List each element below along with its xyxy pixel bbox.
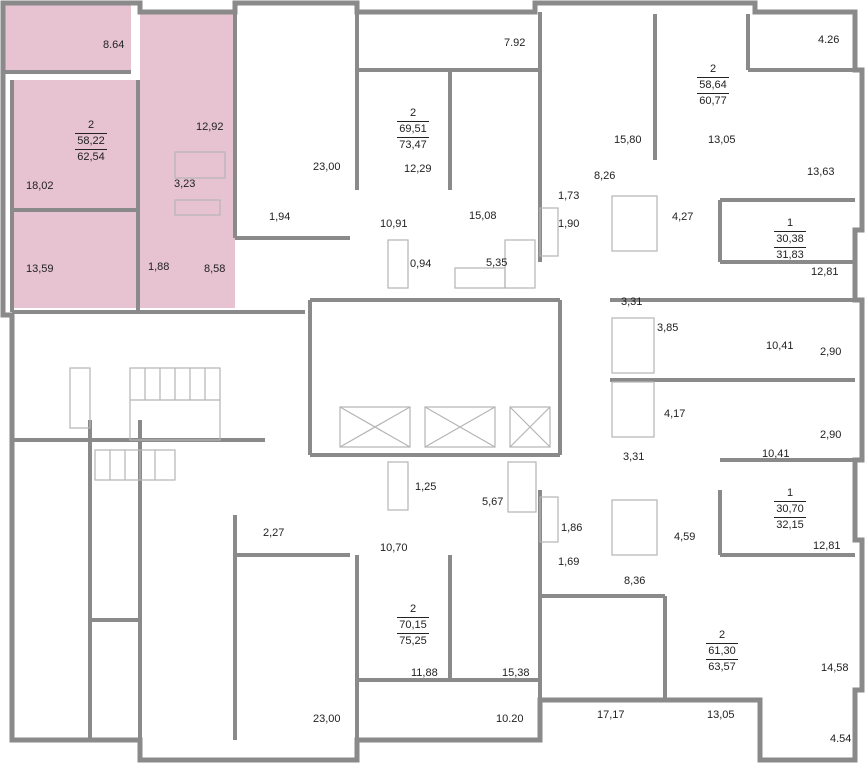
room-area: 14,58 xyxy=(821,662,849,674)
apartment-label: 2 70,15 75,25 xyxy=(383,602,443,649)
total-area: 60,77 xyxy=(699,95,727,107)
room-count: 2 xyxy=(706,628,738,644)
room-area: 11,88 xyxy=(411,667,438,679)
room-area: 12,81 xyxy=(811,266,839,278)
room-area: 3,31 xyxy=(621,296,643,308)
room-area: 5,35 xyxy=(486,257,508,269)
room-area: 1,94 xyxy=(269,211,291,223)
room-area: 23,00 xyxy=(313,161,341,173)
room-area: 4,59 xyxy=(674,531,696,543)
room-area: 13,59 xyxy=(26,263,54,275)
living-area: 58,64 xyxy=(697,78,729,94)
room-area: 5,67 xyxy=(482,496,504,508)
room-area: 3,85 xyxy=(657,322,679,334)
room-area: 3,23 xyxy=(174,178,196,190)
apartment-label: 2 58,22 62,54 xyxy=(61,118,121,165)
room-area: 10,91 xyxy=(380,218,408,230)
interior-walls xyxy=(3,12,855,740)
room-area: 23,00 xyxy=(313,713,341,725)
apartment-label: 1 30,38 31,83 xyxy=(760,216,820,263)
room-count: 2 xyxy=(697,62,729,78)
room-area: 3,31 xyxy=(623,451,645,463)
living-area: 70,15 xyxy=(397,618,429,634)
room-area: 7.92 xyxy=(504,37,526,49)
room-count: 1 xyxy=(774,486,806,502)
total-area: 32,15 xyxy=(776,519,804,531)
room-area: 18,02 xyxy=(26,180,54,192)
room-area: 1,86 xyxy=(561,522,583,534)
room-area: 2,90 xyxy=(820,429,842,441)
room-area: 1,73 xyxy=(558,190,580,202)
living-area: 30,38 xyxy=(774,232,806,248)
highlighted-apartment[interactable] xyxy=(3,3,235,308)
room-area: 8.64 xyxy=(103,39,125,51)
room-area: 4.26 xyxy=(818,34,840,46)
room-area: 12,92 xyxy=(196,121,224,133)
apartment-label: 2 61,30 63,57 xyxy=(692,628,752,675)
room-area: 4,17 xyxy=(664,408,686,420)
apartment-label: 2 69,51 73,47 xyxy=(383,106,443,153)
room-area: 2,27 xyxy=(263,527,285,539)
room-count: 2 xyxy=(397,106,429,122)
room-area: 10,70 xyxy=(380,542,408,554)
room-area: 1,90 xyxy=(558,218,580,230)
room-area: 15,08 xyxy=(469,210,497,222)
room-area: 1,88 xyxy=(148,261,170,273)
room-area: 17,17 xyxy=(597,709,625,721)
apartment-label: 1 30,70 32,15 xyxy=(760,486,820,533)
room-area: 13,05 xyxy=(707,709,735,721)
total-area: 73,47 xyxy=(399,139,427,151)
room-area: 15,80 xyxy=(614,134,642,146)
room-area: 12,29 xyxy=(404,163,432,175)
room-count: 2 xyxy=(75,118,107,134)
room-area: 10.20 xyxy=(496,713,524,725)
living-area: 69,51 xyxy=(397,122,429,138)
room-area: 15,38 xyxy=(502,667,530,679)
room-count: 2 xyxy=(397,602,429,618)
room-area: 1,25 xyxy=(415,481,437,493)
living-area: 61,30 xyxy=(706,644,738,660)
total-area: 75,25 xyxy=(399,635,427,647)
room-area: 10,41 xyxy=(766,340,794,352)
room-area: 2,90 xyxy=(820,346,842,358)
room-area: 4,27 xyxy=(672,211,694,223)
room-area: 13,63 xyxy=(807,166,835,178)
apartment-label: 2 58,64 60,77 xyxy=(683,62,743,109)
total-area: 31,83 xyxy=(776,249,804,261)
room-area: 8,26 xyxy=(594,170,616,182)
room-area: 12,81 xyxy=(813,540,841,552)
room-count: 1 xyxy=(774,216,806,232)
room-area: 13,05 xyxy=(708,134,736,146)
room-area: 1,69 xyxy=(558,556,580,568)
living-area: 30,70 xyxy=(774,502,806,518)
room-area: 4.54 xyxy=(830,733,852,745)
room-area: 10,41 xyxy=(762,448,790,460)
total-area: 63,57 xyxy=(708,661,736,673)
fixtures xyxy=(69,151,658,556)
room-area: 0,94 xyxy=(410,258,432,270)
room-area: 8,58 xyxy=(204,263,226,275)
living-area: 58,22 xyxy=(75,134,107,150)
total-area: 62,54 xyxy=(77,151,105,163)
room-area: 8,36 xyxy=(624,575,646,587)
